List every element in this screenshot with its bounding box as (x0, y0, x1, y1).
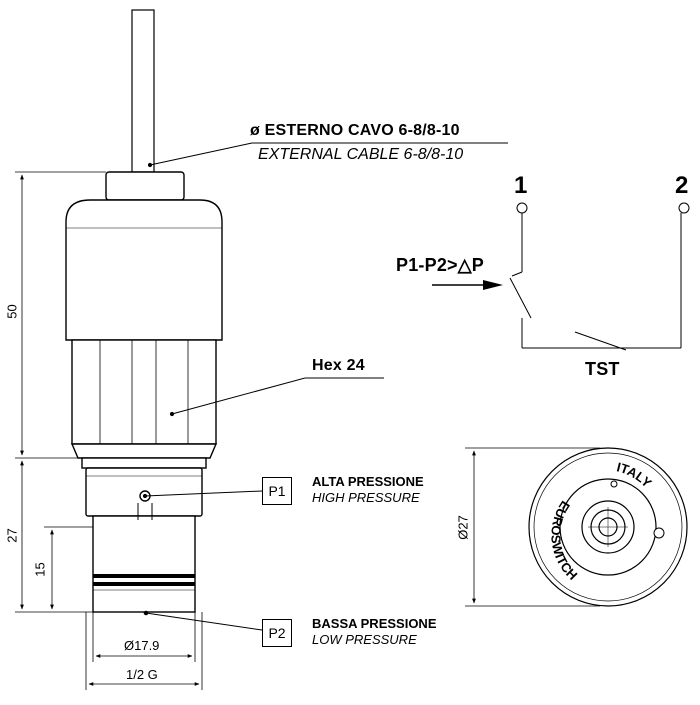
dim-thread-height: 15 (32, 562, 48, 577)
top-view-dimension (465, 447, 600, 607)
p1-tag: P1 (262, 477, 292, 505)
p1-label-en: HIGH PRESSURE (312, 490, 420, 505)
hex-leader (169, 377, 384, 417)
cable (131, 9, 155, 173)
p2-tag: P2 (262, 619, 292, 647)
p2-label-en: LOW PRESSURE (312, 632, 417, 647)
p1-leader (142, 490, 263, 499)
p1-label-it: ALTA PRESSIONE (312, 474, 424, 489)
top-view (528, 447, 688, 607)
cable-label-it: ø ESTERNO CAVO 6-8/8-10 (250, 122, 460, 139)
hex-label: Hex 24 (312, 357, 365, 374)
dim-top-diameter: Ø27 (455, 515, 471, 540)
dim-overall-height: 50 (4, 304, 20, 319)
p2-leader (145, 612, 263, 631)
dimension-lines (15, 171, 203, 690)
switch-schematic (509, 202, 690, 351)
p2-label-it: BASSA PRESSIONE (312, 616, 437, 631)
tst-label: TST (585, 359, 620, 379)
cable-leader (147, 142, 508, 168)
terminal-1-label: 1 (514, 172, 528, 199)
dim-body-diameter: Ø17.9 (124, 638, 160, 653)
cable-label-en: EXTERNAL CABLE 6-8/8-10 (258, 146, 464, 163)
dim-lower-height: 27 (4, 528, 20, 543)
condition-label: P1-P2>△P (396, 255, 484, 275)
pressure-arrow (432, 280, 503, 290)
sensor-body (65, 171, 223, 616)
terminal-2-label: 2 (675, 172, 689, 199)
dim-thread: 1/2 G (126, 667, 158, 682)
